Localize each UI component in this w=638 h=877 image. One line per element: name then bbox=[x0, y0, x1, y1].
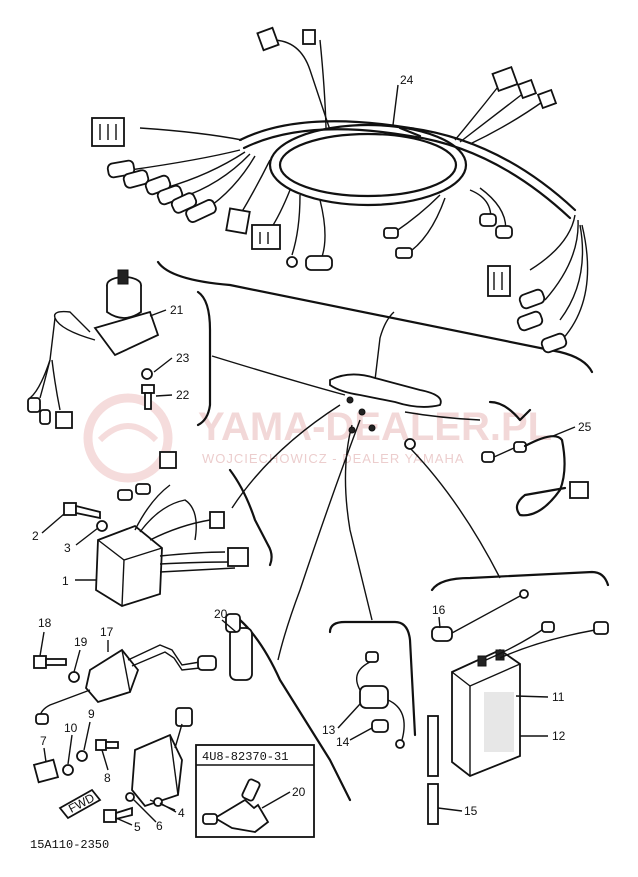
figure-code: 15A110-2350 bbox=[30, 838, 109, 852]
part-label-13: 15 bbox=[464, 804, 478, 818]
watermark-logo-icon bbox=[83, 393, 173, 483]
variant-code: 4U8-82370-31 bbox=[202, 750, 288, 764]
breather-pipe-13 bbox=[427, 715, 439, 825]
part-label-25: 25 bbox=[578, 420, 592, 434]
part-label-2: 2 bbox=[32, 529, 39, 543]
part-labels: 24 21 23 22 25 2 3 1 20 16 18 17 19 11 1… bbox=[32, 73, 592, 834]
cdi-unit bbox=[95, 451, 249, 607]
cap-15 bbox=[371, 719, 389, 733]
part-label-15: 14 bbox=[336, 735, 350, 749]
part-label-9: 9 bbox=[88, 707, 95, 721]
part-label-22: 22 bbox=[176, 388, 190, 402]
ignition-coil bbox=[35, 613, 253, 725]
bolt-5 bbox=[103, 806, 133, 823]
regulator bbox=[131, 707, 193, 811]
bolt-18 bbox=[33, 655, 67, 669]
part-label-12: 12 bbox=[552, 729, 566, 743]
cord-25 bbox=[481, 435, 589, 517]
watermark-subtitle: WOJCIECHOWICZ - DEALER YAMAHA bbox=[202, 451, 465, 466]
resistor-14 bbox=[356, 651, 405, 749]
wire-harness bbox=[91, 26, 589, 354]
collar-10 bbox=[62, 764, 74, 776]
washer-23 bbox=[141, 368, 153, 380]
part-label-18: 18 bbox=[38, 616, 52, 630]
part-label-11: 11 bbox=[552, 690, 565, 704]
washer-19 bbox=[68, 671, 80, 683]
battery bbox=[451, 621, 609, 778]
bolt-22 bbox=[141, 384, 155, 410]
part-label-10: 10 bbox=[64, 721, 78, 735]
main-switch bbox=[27, 269, 160, 429]
variant-box: 4U8-82370-31 bbox=[195, 744, 315, 838]
bolt-2 bbox=[63, 502, 101, 520]
part-label-19: 19 bbox=[74, 635, 88, 649]
relay-7 bbox=[32, 758, 60, 784]
battery-cable-16 bbox=[431, 589, 529, 642]
group-brackets bbox=[156, 260, 610, 802]
part-label-8: 8 bbox=[104, 771, 111, 785]
part-label-24: 24 bbox=[400, 73, 414, 87]
part-label-3: 3 bbox=[64, 541, 71, 555]
part-label-5: 5 bbox=[134, 820, 141, 834]
part-label-6: 6 bbox=[156, 819, 163, 833]
part-label-20-box: 20 bbox=[292, 785, 306, 799]
part-label-1: 1 bbox=[62, 574, 69, 588]
wire-clamp bbox=[329, 373, 442, 450]
washer-9 bbox=[76, 750, 88, 762]
part-label-23: 23 bbox=[176, 351, 190, 365]
part-label-20-top: 20 bbox=[214, 607, 228, 621]
washer-3 bbox=[96, 520, 108, 532]
part-label-4: 4 bbox=[178, 806, 185, 820]
bolt-8 bbox=[95, 739, 119, 751]
part-label-7: 7 bbox=[40, 734, 47, 748]
part-label-17: 17 bbox=[100, 625, 114, 639]
watermark: YAMA-DEALER.PL WOJCIECHOWICZ - DEALER YA… bbox=[83, 393, 552, 483]
washer-6 bbox=[125, 792, 135, 802]
part-label-21: 21 bbox=[170, 303, 184, 317]
part-label-16: 16 bbox=[432, 603, 446, 617]
part-label-14: 13 bbox=[322, 723, 336, 737]
fwd-mark: FWD bbox=[58, 788, 102, 820]
